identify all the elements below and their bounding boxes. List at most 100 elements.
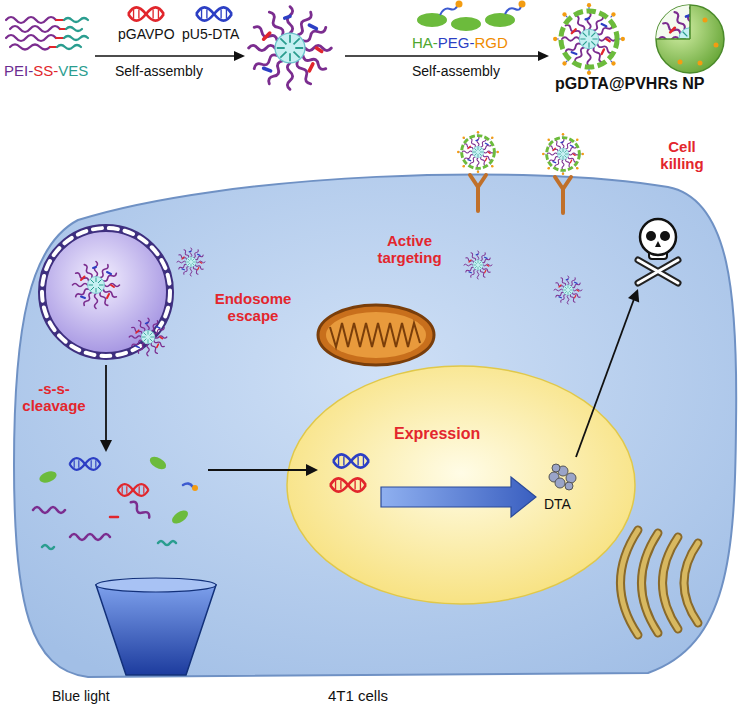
cutaway-nanoparticle bbox=[656, 5, 724, 73]
cutaway-nanoparticle bbox=[656, 5, 724, 73]
label-text: pU5-DTA bbox=[182, 26, 239, 42]
core-nanoparticle bbox=[249, 7, 332, 90]
process-arrow bbox=[576, 298, 634, 457]
released-fragments bbox=[38, 469, 58, 485]
ha-peg-rgd-icon bbox=[519, 1, 526, 8]
endosome bbox=[42, 228, 170, 356]
plasmid-icon bbox=[128, 7, 164, 20]
mitochondrion bbox=[330, 323, 420, 347]
skull-symbol bbox=[660, 231, 670, 241]
cutaway-nanoparticle bbox=[678, 60, 683, 65]
node-label: DTA bbox=[544, 496, 571, 512]
golgi-apparatus bbox=[642, 533, 659, 633]
nanoparticle bbox=[177, 248, 205, 276]
expression-arrow bbox=[381, 477, 536, 517]
skull-symbol bbox=[640, 219, 676, 255]
polymer-strands bbox=[6, 35, 56, 41]
golgi-apparatus bbox=[663, 537, 679, 629]
polymer-strands bbox=[10, 45, 50, 50]
mitochondrion bbox=[318, 305, 434, 365]
endosome bbox=[42, 228, 170, 356]
cutaway-nanoparticle bbox=[714, 43, 719, 48]
golgi-apparatus bbox=[621, 530, 639, 635]
label-text: PEI- bbox=[4, 62, 33, 79]
receptor bbox=[470, 175, 486, 211]
endosome bbox=[129, 318, 167, 356]
label-text: -s-s- cleavage bbox=[18, 380, 90, 415]
released-fragments bbox=[148, 454, 169, 472]
cutaway-nanoparticle bbox=[656, 5, 724, 73]
golgi-apparatus bbox=[684, 543, 698, 623]
polymer-strands bbox=[10, 26, 60, 32]
mitochondrion bbox=[326, 312, 426, 358]
polymer-strands bbox=[56, 19, 64, 21]
label-text: Active targeting bbox=[372, 232, 447, 267]
golgi-apparatus bbox=[621, 530, 699, 635]
released-fragments bbox=[33, 454, 198, 549]
endosome bbox=[42, 228, 170, 356]
label-text: Blue light bbox=[52, 688, 110, 704]
endosome bbox=[73, 262, 120, 309]
targeting-nanoparticle bbox=[542, 133, 584, 175]
dta-protein bbox=[566, 473, 576, 483]
label-text: Self-assembly bbox=[115, 63, 203, 79]
label-text: pGAVPO bbox=[118, 26, 175, 42]
released-fragments bbox=[70, 534, 110, 540]
node-label: Expression bbox=[394, 425, 480, 443]
process-arrow bbox=[345, 55, 540, 57]
released-fragments bbox=[129, 500, 151, 520]
golgi-apparatus bbox=[684, 543, 698, 623]
golgi-apparatus bbox=[621, 530, 639, 635]
process-arrow bbox=[95, 55, 236, 57]
label-text: Cell killing bbox=[652, 138, 712, 173]
cutaway-nanoparticle bbox=[656, 5, 690, 39]
dta-protein bbox=[565, 482, 573, 490]
label-text: VES bbox=[58, 62, 88, 79]
nucleus-outline bbox=[287, 366, 635, 604]
blue-light-beam bbox=[96, 578, 216, 675]
ha-peg-rgd-icon bbox=[417, 1, 526, 32]
nucleus-region: ExpressionDTA bbox=[286, 365, 636, 605]
released-fragments bbox=[118, 484, 149, 496]
arrow-head bbox=[234, 51, 245, 61]
label-text: HA- bbox=[412, 34, 438, 51]
label-text: Endosome escape bbox=[210, 290, 296, 325]
released-fragments bbox=[192, 485, 198, 491]
blue-light-beam bbox=[96, 578, 216, 592]
polymer-strands bbox=[64, 36, 88, 40]
cutaway-nanoparticle bbox=[698, 61, 703, 66]
arrow-head bbox=[306, 464, 318, 476]
label-text: pGDTA@PVHRs NP bbox=[555, 75, 705, 93]
golgi-apparatus bbox=[663, 537, 679, 629]
polymer-strands bbox=[6, 17, 88, 50]
polymer-strands bbox=[57, 45, 81, 49]
released-fragments bbox=[183, 483, 193, 487]
polymer-strands bbox=[56, 37, 64, 39]
process-arrow bbox=[105, 365, 107, 441]
dta-protein bbox=[555, 478, 565, 488]
nanoparticle bbox=[554, 276, 582, 304]
released-fragments bbox=[42, 545, 54, 549]
arrow-head bbox=[538, 51, 549, 61]
released-fragments bbox=[33, 507, 65, 513]
released-fragments bbox=[170, 508, 190, 527]
node-label: 4T1 cells bbox=[328, 687, 388, 704]
plasmid-icon bbox=[333, 454, 369, 467]
arrow-head bbox=[100, 440, 112, 452]
nanoparticle bbox=[464, 251, 492, 279]
skull-symbol bbox=[638, 219, 678, 283]
cutaway-nanoparticle bbox=[656, 5, 724, 73]
dta-protein bbox=[549, 464, 576, 490]
polymer-strands bbox=[64, 18, 88, 22]
cutaway-nanoparticle bbox=[703, 18, 708, 23]
plasmid-icon bbox=[196, 7, 232, 20]
skull-symbol bbox=[646, 231, 656, 241]
released-fragments bbox=[33, 483, 193, 549]
label-text: Self-assembly bbox=[412, 63, 500, 79]
skull-symbol bbox=[638, 260, 678, 283]
skull-symbol bbox=[655, 241, 661, 247]
golgi-apparatus bbox=[642, 533, 659, 633]
mitochondrion bbox=[318, 305, 434, 365]
nucleus-illustration bbox=[286, 365, 636, 605]
released-fragments bbox=[70, 458, 101, 470]
